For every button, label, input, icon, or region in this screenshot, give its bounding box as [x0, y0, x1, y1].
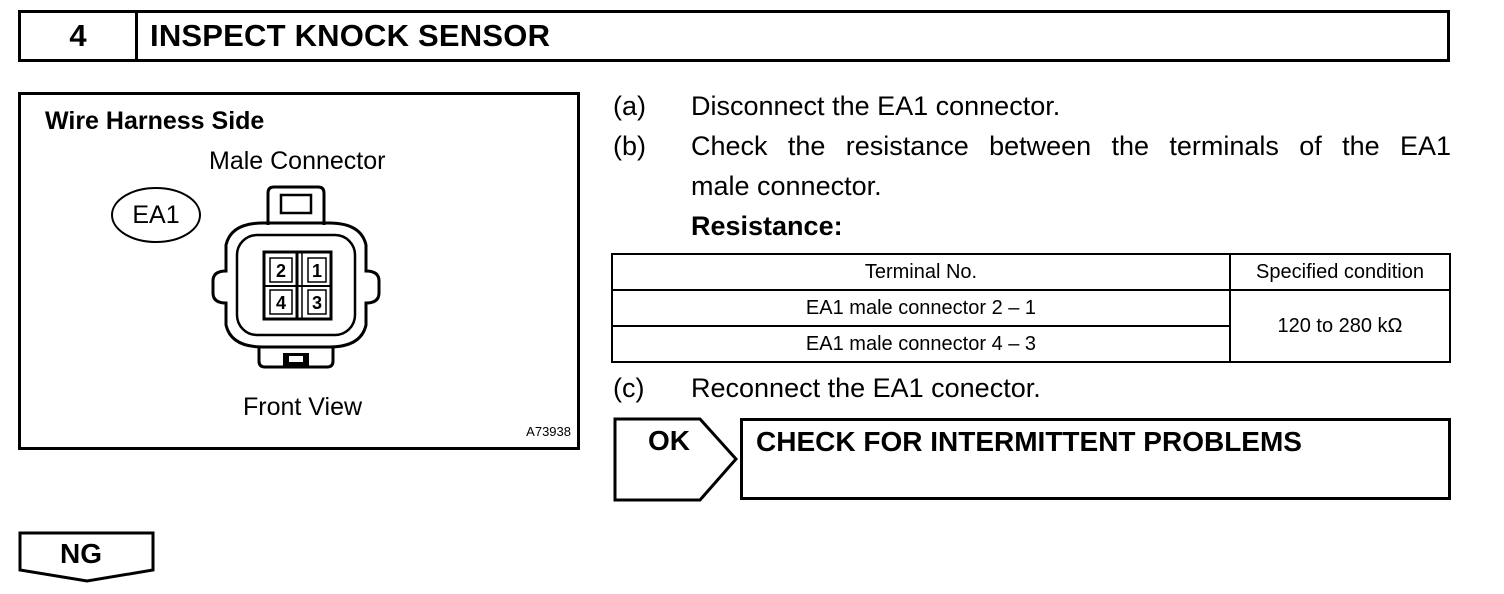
table-row: EA1 male connector 2 – 1 120 to 280 kΩ: [611, 289, 1451, 363]
ok-result-action: CHECK FOR INTERMITTENT PROBLEMS: [756, 426, 1302, 457]
column-header: Terminal No.: [611, 253, 1231, 291]
step-letter: (b): [613, 131, 646, 161]
column-header: Specified condition: [1229, 253, 1451, 291]
table-cell: 120 to 280 kΩ: [1229, 289, 1451, 363]
table-row: EA1 male connector 4 – 3: [611, 325, 1450, 363]
step-number: 4: [21, 13, 138, 59]
step-instruction: Check the resistance between the termina…: [691, 131, 1451, 161]
table-cell: EA1 male connector 4 – 3: [611, 325, 1231, 363]
pin-label: 4: [275, 293, 286, 313]
view-label: Front View: [243, 393, 363, 421]
table-header-row: Terminal No. Specified condition: [611, 253, 1451, 291]
resistance-table: Terminal No. Specified condition EA1 mal…: [611, 253, 1451, 363]
step-title: INSPECT KNOCK SENSOR: [150, 18, 551, 53]
pin-label: 1: [311, 261, 322, 281]
step-header: 4 INSPECT KNOCK SENSOR: [18, 10, 1450, 62]
connector-figure: Wire Harness Side Male Connector EA1 2 1…: [18, 92, 580, 450]
ok-arrow-icon: [613, 417, 739, 502]
table-cell: EA1 male connector 2 – 1: [611, 289, 1231, 327]
ng-label: NG: [60, 538, 102, 569]
pin-label: 2: [275, 261, 286, 281]
connector-id-label: EA1: [132, 201, 180, 229]
figure-heading: Wire Harness Side: [45, 107, 265, 135]
ng-arrow-icon: [18, 531, 155, 583]
ok-result-box: [740, 418, 1451, 500]
ok-label: OK: [648, 425, 690, 456]
step-instruction: male connector.: [691, 171, 882, 201]
connector-type-label: Male Connector: [209, 147, 386, 175]
step-letter: (a): [613, 91, 646, 121]
pin-label: 3: [311, 293, 322, 313]
figure-code: A73938: [526, 424, 571, 439]
step-instruction: Disconnect the EA1 connector.: [691, 91, 1061, 121]
step-instruction: Reconnect the EA1 conector.: [691, 373, 1041, 403]
connector-diagram: [111, 185, 381, 369]
step-letter: (c): [613, 373, 645, 403]
connector-id-ellipse: [111, 187, 201, 243]
resistance-label: Resistance:: [691, 211, 843, 241]
